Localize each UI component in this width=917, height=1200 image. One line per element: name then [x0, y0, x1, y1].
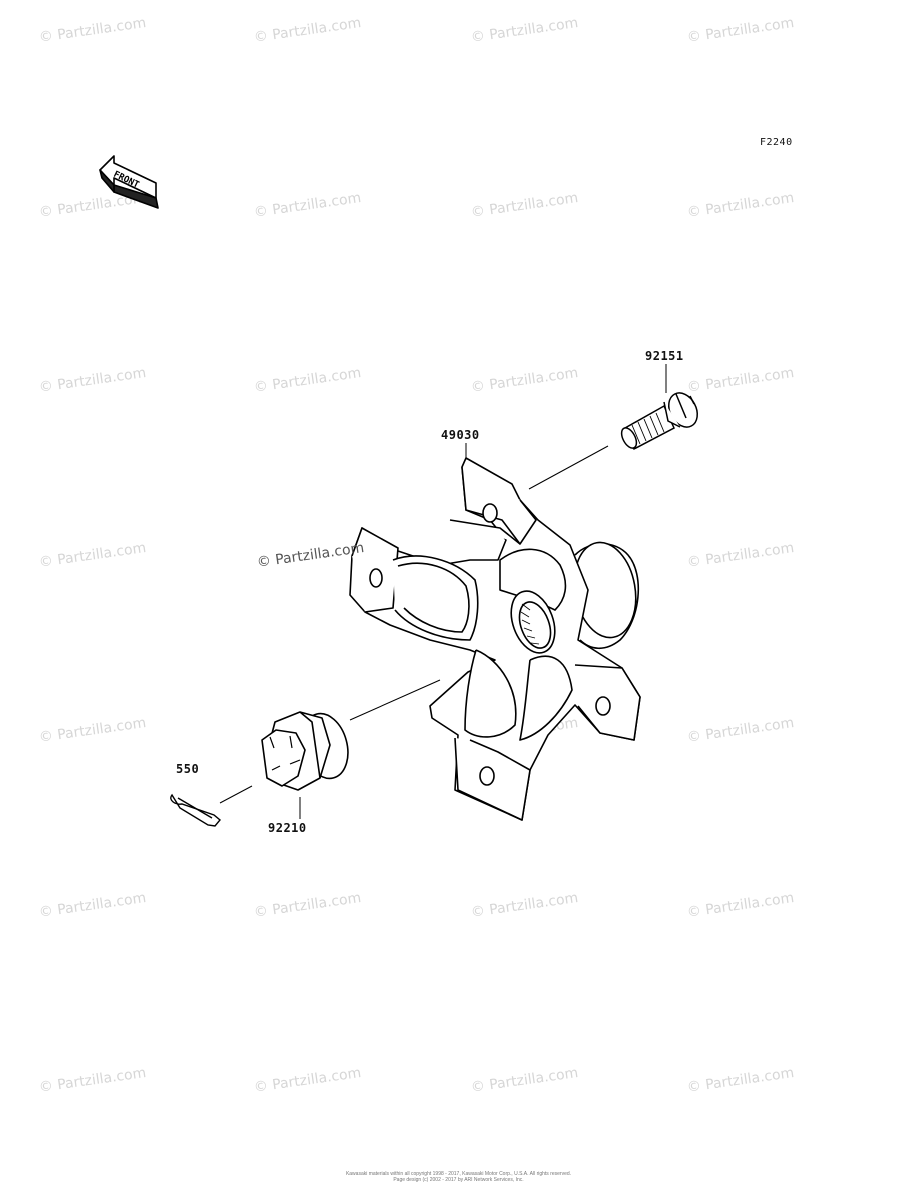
hub-49030: [349, 457, 641, 821]
part-number-92151: 92151: [645, 349, 684, 363]
copyright-line-2: Page design (c) 2002 - 2017 by ARI Netwo…: [393, 1177, 524, 1183]
part-number-550: 550: [176, 762, 200, 776]
copyright-footer: Kawasaki materials within all copyright …: [0, 1171, 917, 1183]
figure-reference: F2240: [760, 137, 793, 148]
copyright-line-1: Kawasaki materials within all copyright …: [345, 1171, 572, 1177]
castle-nut-92210: [261, 711, 349, 791]
part-number-92210: 92210: [268, 821, 307, 835]
part-number-49030: 49030: [441, 428, 480, 442]
cotter-pin-550: [170, 793, 221, 827]
front-arrow-icon: FRONT: [99, 155, 159, 209]
hub-bolt-92151: [620, 392, 699, 451]
